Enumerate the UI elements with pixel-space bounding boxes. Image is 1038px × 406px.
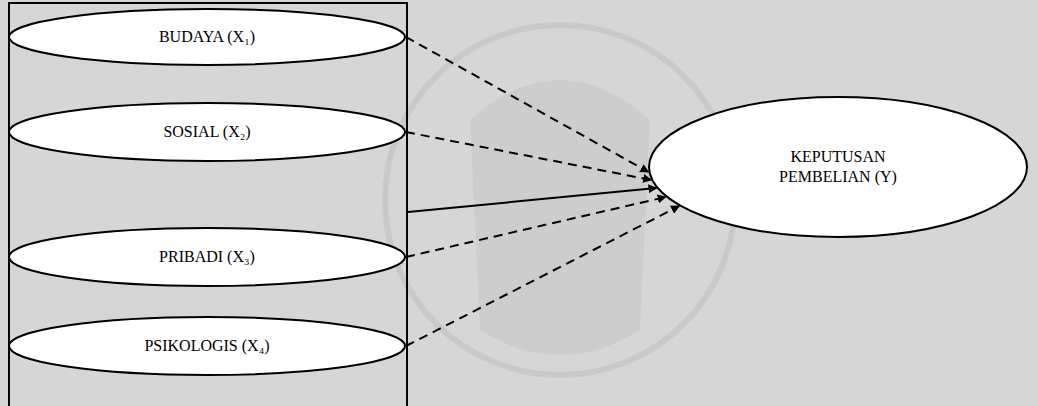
node-label: SOSIAL (X₂) [163,122,250,142]
ellipse-outline [9,9,405,65]
ellipse-outline [649,97,1027,237]
factor-ellipse: BUDAYA (X₁) [8,8,406,66]
dashed-arrow [406,206,679,346]
node-label: BUDAYA (X₁) [159,27,255,47]
watermark-figure [470,80,650,355]
dashed-arrow [406,197,666,257]
ellipse-outline [9,317,405,375]
factor-ellipse: PSIKOLOGIS (X₄) [8,316,406,376]
node-label: PRIBADI (X₃) [159,247,255,267]
factor-ellipse: SOSIAL (X₂) [8,102,406,162]
node-label: PSIKOLOGIS (X₄) [144,336,269,356]
node-label: KEPUTUSAN PEMBELIAN (Y) [763,147,913,187]
ellipse-outline [648,96,1028,238]
outcome-ellipse: KEPUTUSAN PEMBELIAN (Y) [648,96,1028,238]
factor-ellipse: PRIBADI (X₃) [8,227,406,287]
solid-arrow [408,188,657,212]
dashed-arrow [406,37,648,172]
ellipse-outline [9,228,405,286]
ellipse-outline [9,103,405,161]
dashed-arrow [406,132,651,180]
group-box: BUDAYA (X₁) SOSIAL (X₂) PRIBADI (X₃) PSIKOL… [8,2,408,406]
